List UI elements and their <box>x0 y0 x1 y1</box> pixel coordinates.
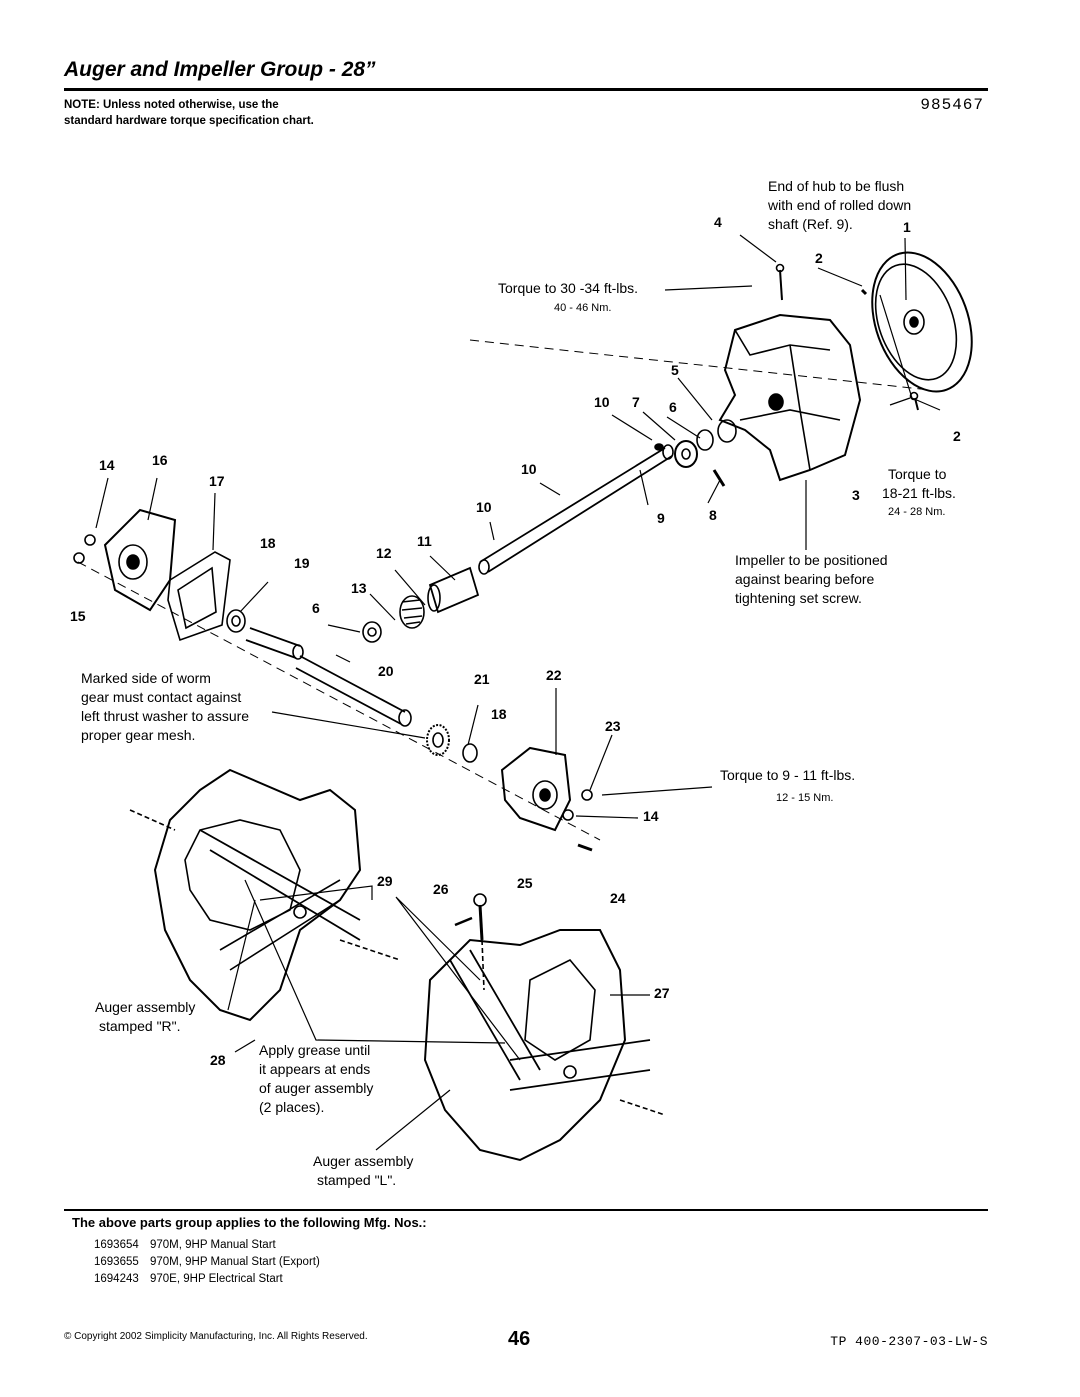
auger-r-note-line1: Auger assembly <box>95 999 195 1015</box>
torque-right-nm: 24 - 28 Nm. <box>888 506 945 518</box>
mfg-description: 970E, 9HP Electrical Start <box>150 1273 283 1285</box>
worm-note-line3: left thrust washer to assure <box>81 708 249 724</box>
impeller-shaft-part <box>478 444 674 575</box>
mfg-description: 970M, 9HP Manual Start (Export) <box>150 1256 320 1268</box>
callout-10b: 10 <box>521 461 537 477</box>
worm-gear-part <box>362 566 480 643</box>
grease-note-line3: of auger assembly <box>259 1080 373 1096</box>
worm-note-line1: Marked side of worm <box>81 670 211 686</box>
callout-12: 12 <box>376 545 392 561</box>
page-number: 46 <box>508 1328 531 1350</box>
callout-25: 25 <box>517 875 533 891</box>
grease-note-line4: (2 places). <box>259 1099 324 1115</box>
left-gearcase-part <box>73 508 231 642</box>
callout-20: 20 <box>378 663 394 679</box>
callout-22: 22 <box>546 667 562 683</box>
callout-18a: 18 <box>260 535 276 551</box>
worm-note-line2: gear must contact against <box>81 689 241 705</box>
right-gearcase-part <box>500 746 593 852</box>
grease-note-line2: it appears at ends <box>259 1061 370 1077</box>
torque-top-nm: 40 - 46 Nm. <box>554 302 611 314</box>
applies-rule <box>64 1209 988 1211</box>
callout-18b: 18 <box>491 706 507 722</box>
grease-note-line1: Apply grease until <box>259 1042 370 1058</box>
callout-6b: 6 <box>312 600 320 616</box>
callout-16: 16 <box>152 452 168 468</box>
callout-10c: 10 <box>476 499 492 515</box>
callout-17: 17 <box>209 473 225 489</box>
auger-r-note-line2: stamped "R". <box>99 1018 181 1034</box>
impeller-note-line1: Impeller to be positioned <box>735 552 888 568</box>
callout-1: 1 <box>903 219 911 235</box>
document-code: TP 400-2307-03-LW-S <box>830 1334 988 1349</box>
diagram-code: 985467 <box>920 96 984 114</box>
torque-mid-nm: 12 - 15 Nm. <box>776 792 833 804</box>
mfg-row: 1693654 970M, 9HP Manual Start <box>94 1237 320 1254</box>
torque-note: NOTE: Unless noted otherwise, use the st… <box>64 99 314 127</box>
callout-4: 4 <box>714 214 722 230</box>
mfg-description: 970M, 9HP Manual Start <box>150 1239 276 1251</box>
auger-l-part <box>423 929 666 1162</box>
bolt-4-part <box>775 263 785 301</box>
auger-l-note-line1: Auger assembly <box>313 1153 413 1169</box>
callout-2a: 2 <box>815 250 823 266</box>
mfg-number: 1693655 <box>94 1256 139 1268</box>
callout-29: 29 <box>377 873 393 889</box>
hub-note-line1: End of hub to be flush <box>768 178 904 194</box>
applies-heading: The above parts group applies to the fol… <box>72 1215 427 1230</box>
hub-note-line2: with end of rolled down <box>767 197 911 213</box>
impeller-note-line3: tightening set screw. <box>735 590 862 606</box>
callout-3: 3 <box>852 487 860 503</box>
torque-right-line2: 18-21 ft-lbs. <box>882 485 956 501</box>
worm-note-line4: proper gear mesh. <box>81 727 195 743</box>
callout-21: 21 <box>474 671 490 687</box>
torque-top-note: Torque to 30 -34 ft-lbs. <box>498 280 638 296</box>
pulley-part <box>871 251 973 393</box>
leader-lines <box>95 234 941 1151</box>
mfg-row: 1694243 970E, 9HP Electrical Start <box>94 1271 320 1288</box>
callout-19: 19 <box>294 555 310 571</box>
callout-13: 13 <box>351 580 367 596</box>
callout-28: 28 <box>210 1052 226 1068</box>
callout-27: 27 <box>654 985 670 1001</box>
torque-mid-note: Torque to 9 - 11 ft-lbs. <box>720 767 855 783</box>
worm-wheel-part <box>426 724 478 763</box>
callout-23: 23 <box>605 718 621 734</box>
impeller-note-line2: against bearing before <box>735 571 875 587</box>
hub-note-line3: shaft (Ref. 9). <box>768 216 853 232</box>
callout-14a: 14 <box>99 457 115 473</box>
callout-15: 15 <box>70 608 86 624</box>
auger-l-note-line2: stamped "L". <box>317 1172 396 1188</box>
mfg-list: 1693654 970M, 9HP Manual Start 1693655 970… <box>94 1237 320 1288</box>
auger-r-part <box>129 768 401 1022</box>
mfg-row: 1693655 970M, 9HP Manual Start (Export) <box>94 1254 320 1271</box>
callout-8: 8 <box>709 507 717 523</box>
callout-26: 26 <box>433 881 449 897</box>
page-title: Auger and Impeller Group - 28” <box>64 58 376 81</box>
title-rule <box>64 88 988 91</box>
callout-5: 5 <box>671 362 679 378</box>
callout-9: 9 <box>657 510 665 526</box>
copyright: © Copyright 2002 Simplicity Manufacturin… <box>64 1331 368 1342</box>
callout-14b: 14 <box>643 808 659 824</box>
callout-11: 11 <box>417 533 432 549</box>
callout-2b: 2 <box>953 428 961 444</box>
diagram-drawing <box>73 251 973 1162</box>
mfg-number: 1694243 <box>94 1273 139 1285</box>
callout-10a: 10 <box>594 394 610 410</box>
callout-24: 24 <box>610 890 626 906</box>
mfg-number: 1693654 <box>94 1239 139 1251</box>
bearings-part <box>654 419 737 487</box>
callout-7: 7 <box>632 394 640 410</box>
torque-right-line1: Torque to <box>888 466 947 482</box>
impeller-part <box>718 313 862 482</box>
callout-6a: 6 <box>669 399 677 415</box>
